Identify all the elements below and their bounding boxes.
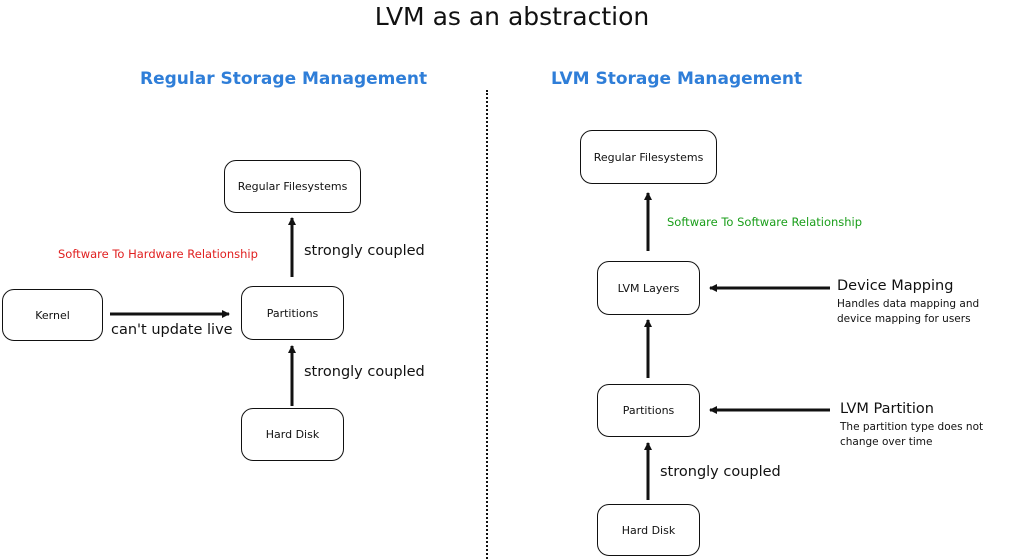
lvm-partition-line-1: The partition type does not [840,421,984,433]
box-partitions-left: Partitions [241,286,344,340]
label-software-software-relationship: Software To Software Relationship [667,215,863,229]
label-strongly-coupled-top: strongly coupled [304,243,425,259]
section-divider [486,90,488,559]
device-mapping-line-2: device mapping for users [837,313,971,325]
box-hard-disk-left: Hard Disk [241,408,344,461]
lvm-partition-title: LVM Partition [840,401,934,417]
label-strongly-coupled-bottom: strongly coupled [304,364,425,380]
box-regular-filesystems-right: Regular Filesystems [580,130,717,184]
heading-lvm-storage: LVM Storage Management [551,69,803,89]
device-mapping-line-1: Handles data mapping and [837,298,980,310]
label-cant-update-live: can't update live [111,322,233,338]
label-software-hardware-relationship: Software To Hardware Relationship [58,247,258,261]
device-mapping-title: Device Mapping [837,278,954,294]
heading-regular-storage: Regular Storage Management [140,69,428,89]
box-partitions-right: Partitions [597,384,700,437]
annotation-lvm-partition: LVM Partition The partition type does no… [840,401,983,450]
box-lvm-layers: LVM Layers [597,261,700,315]
box-kernel: Kernel [2,289,103,341]
annotation-device-mapping: Device Mapping Handles data mapping and … [837,278,979,327]
lvm-partition-line-2: change over time [840,436,933,448]
box-hard-disk-right: Hard Disk [597,504,700,556]
box-regular-filesystems-left: Regular Filesystems [224,160,361,213]
diagram-title: LVM as an abstraction [374,2,650,31]
label-strongly-coupled-right: strongly coupled [660,464,781,480]
